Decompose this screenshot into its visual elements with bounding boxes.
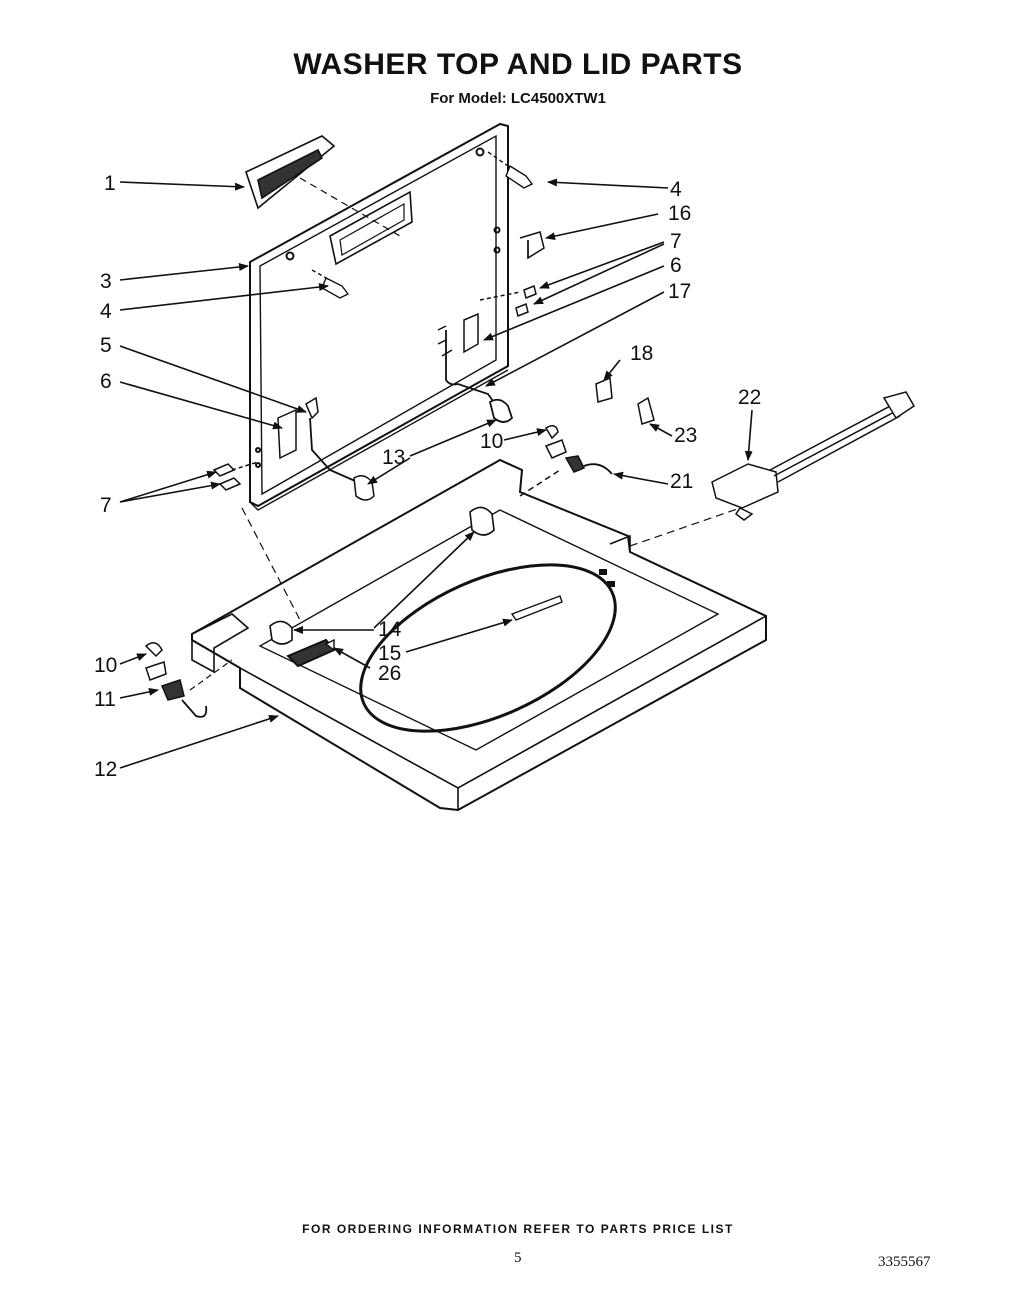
document-number: 3355567: [878, 1254, 931, 1270]
callout-label: 12: [94, 758, 117, 781]
lid-switch-actuator: [595, 376, 655, 425]
callout-label: 22: [738, 386, 761, 409]
callout-label: 1: [104, 172, 116, 195]
callout-label: 10: [480, 430, 503, 453]
leader-lines: [119, 178, 753, 769]
lid-frame: [249, 122, 509, 511]
lid-switch-and-harness: [711, 391, 915, 521]
page-number: 5: [514, 1250, 522, 1266]
callout-label: 14: [378, 618, 402, 641]
lid-handle: [245, 135, 401, 237]
callout-label: 18: [630, 342, 653, 365]
callout-label: 5: [100, 334, 112, 357]
callout-label: 6: [670, 254, 682, 277]
lid-bumper: [311, 151, 534, 299]
grommet: [269, 506, 495, 645]
callout-labels: 1 4 16 7 6 17 3 4 5 6 18 22 10 13 23 21 …: [94, 172, 761, 781]
callout-label: 7: [670, 230, 682, 253]
callout-label: 3: [100, 270, 112, 293]
callout-label: 23: [674, 424, 697, 447]
callout-label: 11: [94, 688, 116, 711]
callout-label: 10: [94, 654, 117, 677]
page-title: WASHER TOP AND LID PARTS: [293, 48, 743, 81]
callout-label: 16: [668, 202, 691, 225]
callout-label: 15: [378, 642, 401, 665]
callout-label: 26: [378, 662, 401, 685]
ordering-note: FOR ORDERING INFORMATION REFER TO PARTS …: [302, 1222, 734, 1236]
callout-label: 17: [668, 280, 691, 303]
right-hinge-assembly: [437, 284, 537, 357]
callout-label: 4: [670, 178, 682, 201]
spring-and-bumper-left: [144, 642, 208, 718]
spring-and-bumper-right: [519, 425, 613, 497]
lid-clip: [519, 231, 545, 260]
callout-label: 4: [100, 300, 112, 323]
hinge-rod-right: [445, 330, 514, 423]
callout-label: 7: [100, 494, 112, 517]
callout-label: 6: [100, 370, 112, 393]
callout-label: 21: [670, 470, 693, 493]
model-line: For Model: LC4500XTW1: [430, 90, 606, 107]
callout-label: 13: [382, 446, 405, 469]
mounting-screw: [324, 595, 563, 652]
